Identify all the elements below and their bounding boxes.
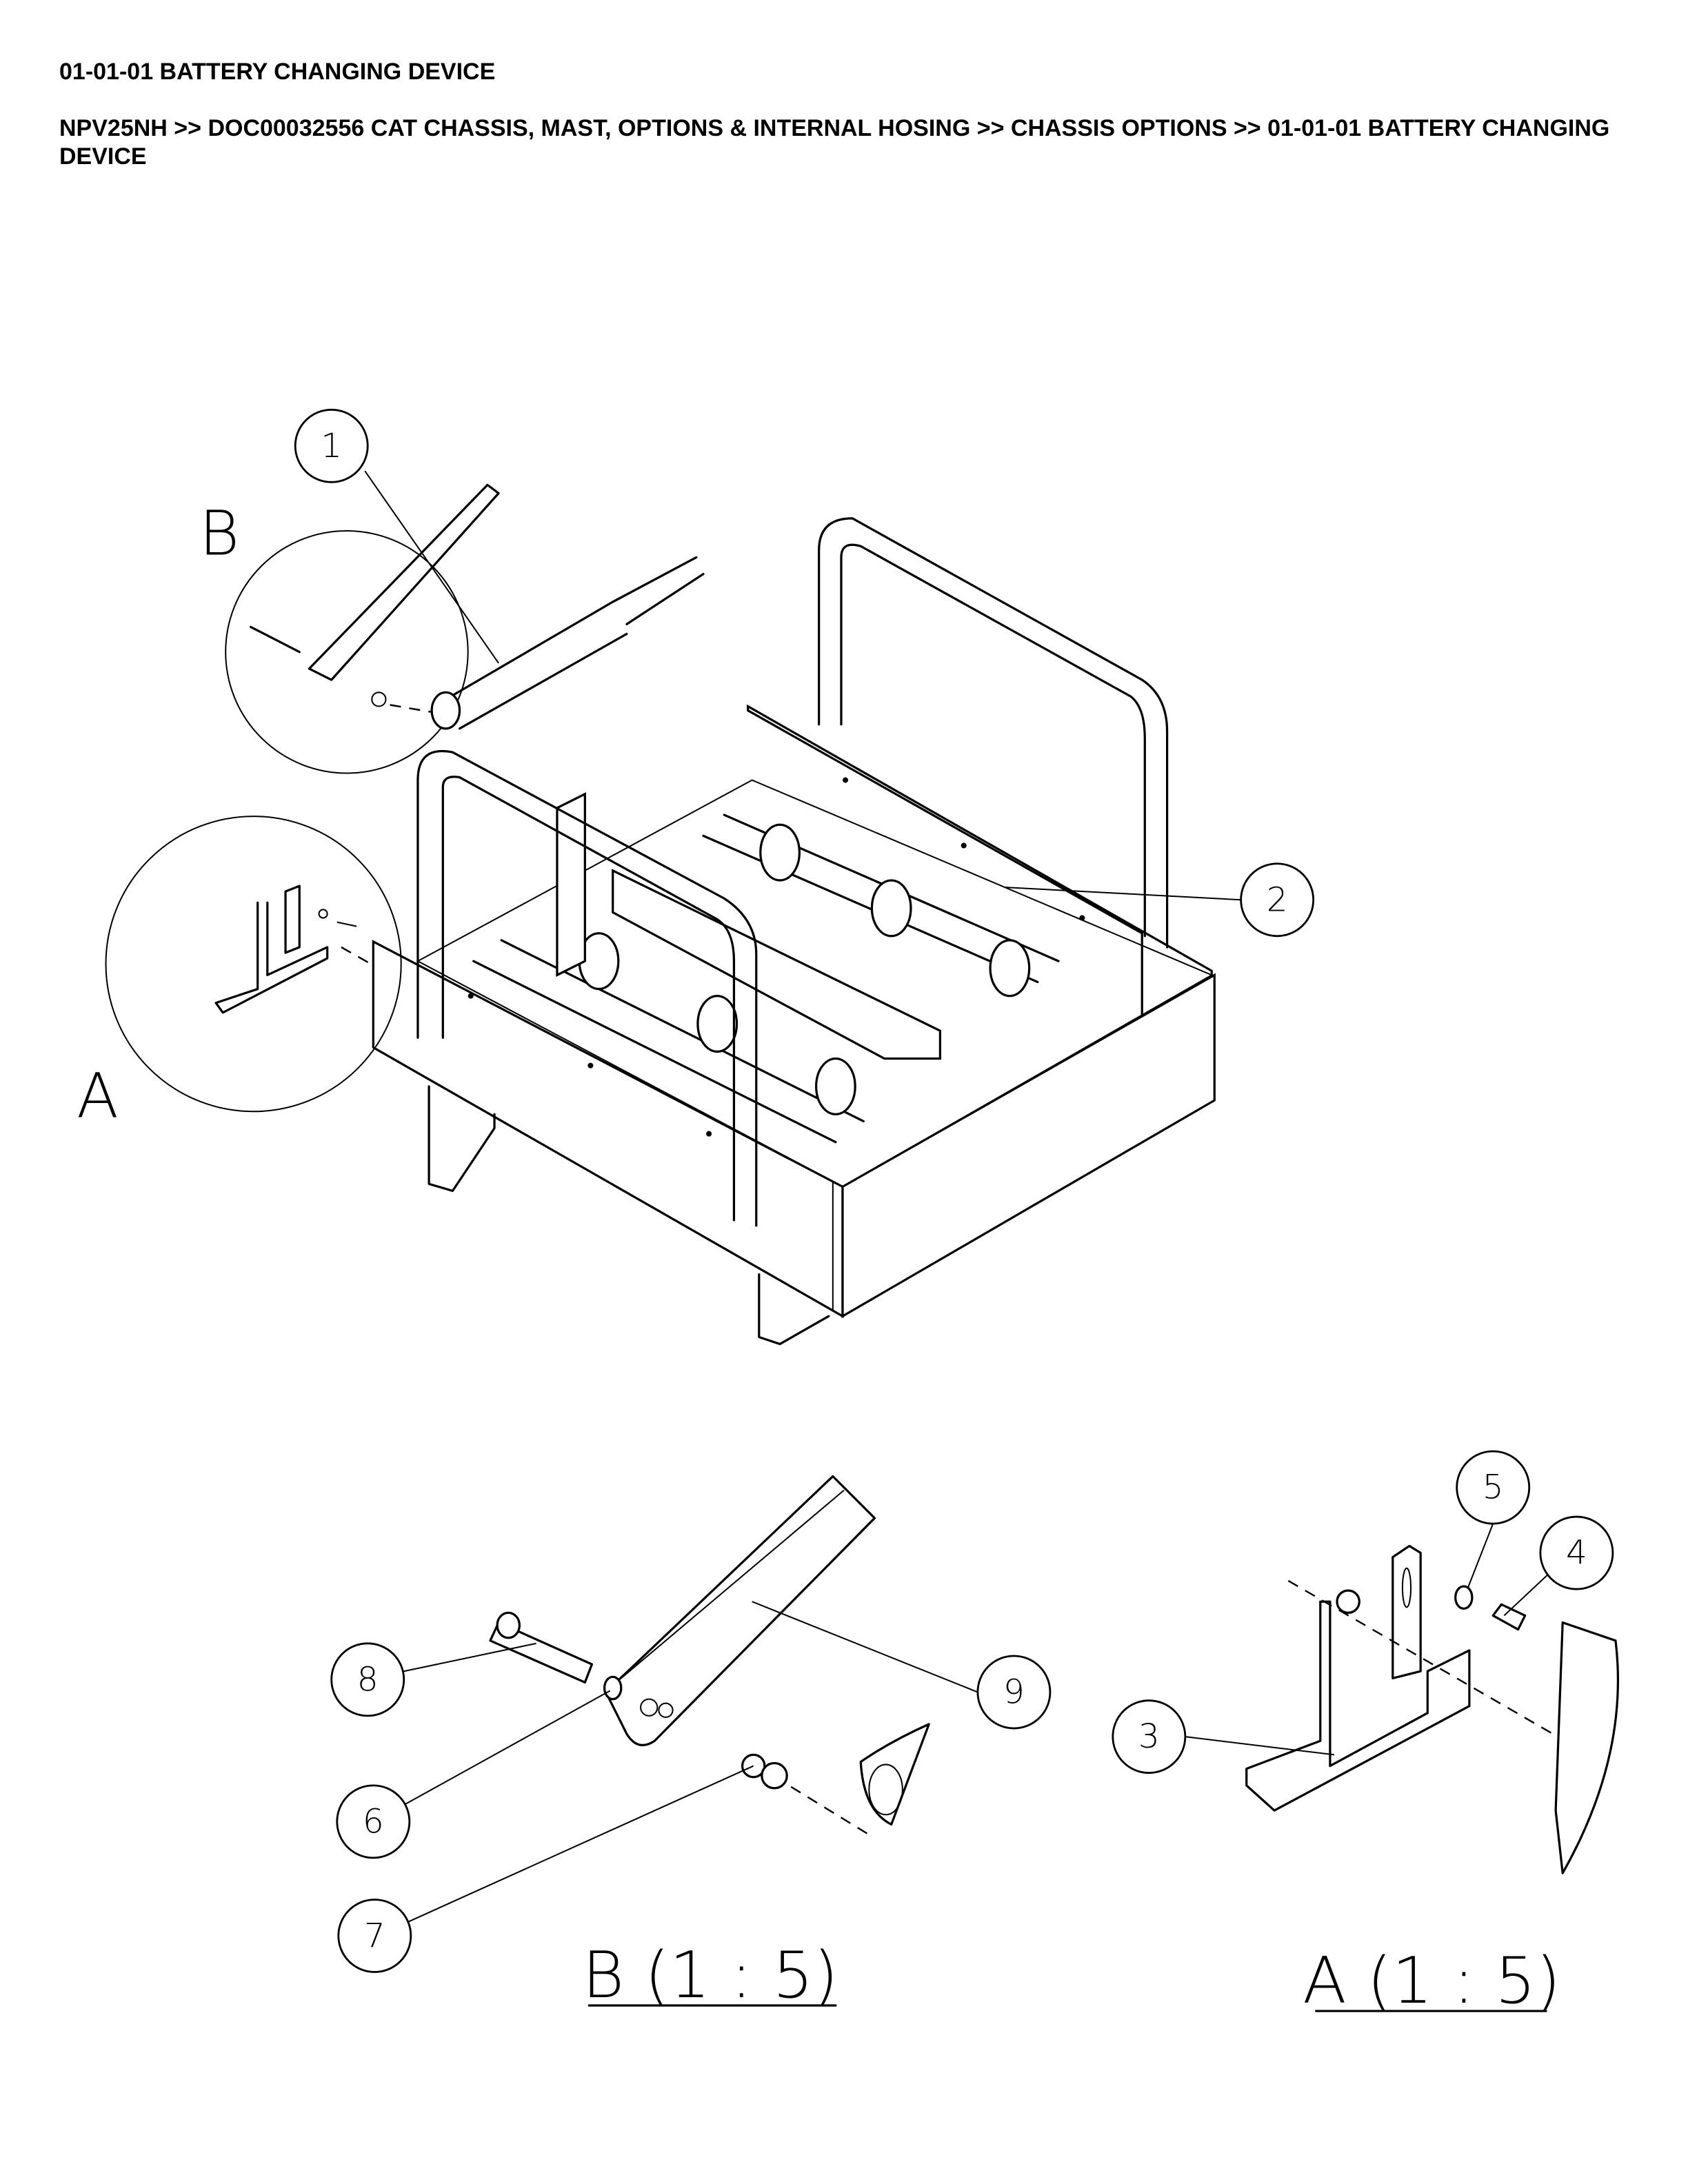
detail-a-view	[1245, 1544, 1620, 1874]
svg-text:1: 1	[321, 427, 342, 465]
callout-9: 9	[976, 1655, 1052, 1730]
detail-title-b: B (1 : 5)	[582, 1938, 838, 2012]
callout-7: 7	[337, 1899, 412, 1973]
detail-title-a: A (1 : 5)	[1303, 1943, 1560, 2018]
svg-text:3: 3	[1138, 1717, 1160, 1756]
rollers	[472, 813, 1060, 1144]
svg-text:8: 8	[357, 1660, 379, 1699]
callout-2: 2	[1240, 862, 1315, 938]
callout-8: 8	[330, 1642, 405, 1717]
svg-text:6: 6	[363, 1802, 384, 1841]
svg-text:5: 5	[1483, 1468, 1504, 1507]
callout-5: 5	[1456, 1450, 1531, 1525]
battery-changing-device-assembly	[372, 517, 1216, 1346]
svg-text:2: 2	[1267, 880, 1288, 919]
detail-b-view	[489, 1475, 930, 1837]
svg-text:7: 7	[364, 1917, 385, 1955]
leader-lines	[364, 470, 1549, 1923]
svg-text:9: 9	[1003, 1673, 1025, 1712]
detail-circle-a	[105, 816, 402, 1113]
callout-3: 3	[1112, 1699, 1187, 1775]
detail-circle-b	[225, 483, 705, 774]
page-title: 01-01-01 BATTERY CHANGING DEVICE	[59, 59, 496, 85]
svg-text:4: 4	[1566, 1534, 1587, 1573]
detail-label-a: A	[77, 1060, 119, 1131]
callout-6: 6	[336, 1784, 411, 1859]
callout-4: 4	[1539, 1515, 1614, 1590]
callout-1: 1	[294, 408, 369, 483]
detail-label-b: B	[199, 498, 239, 569]
breadcrumb: NPV25NH >> DOC00032556 CAT CHASSIS, MAST…	[59, 115, 1610, 170]
